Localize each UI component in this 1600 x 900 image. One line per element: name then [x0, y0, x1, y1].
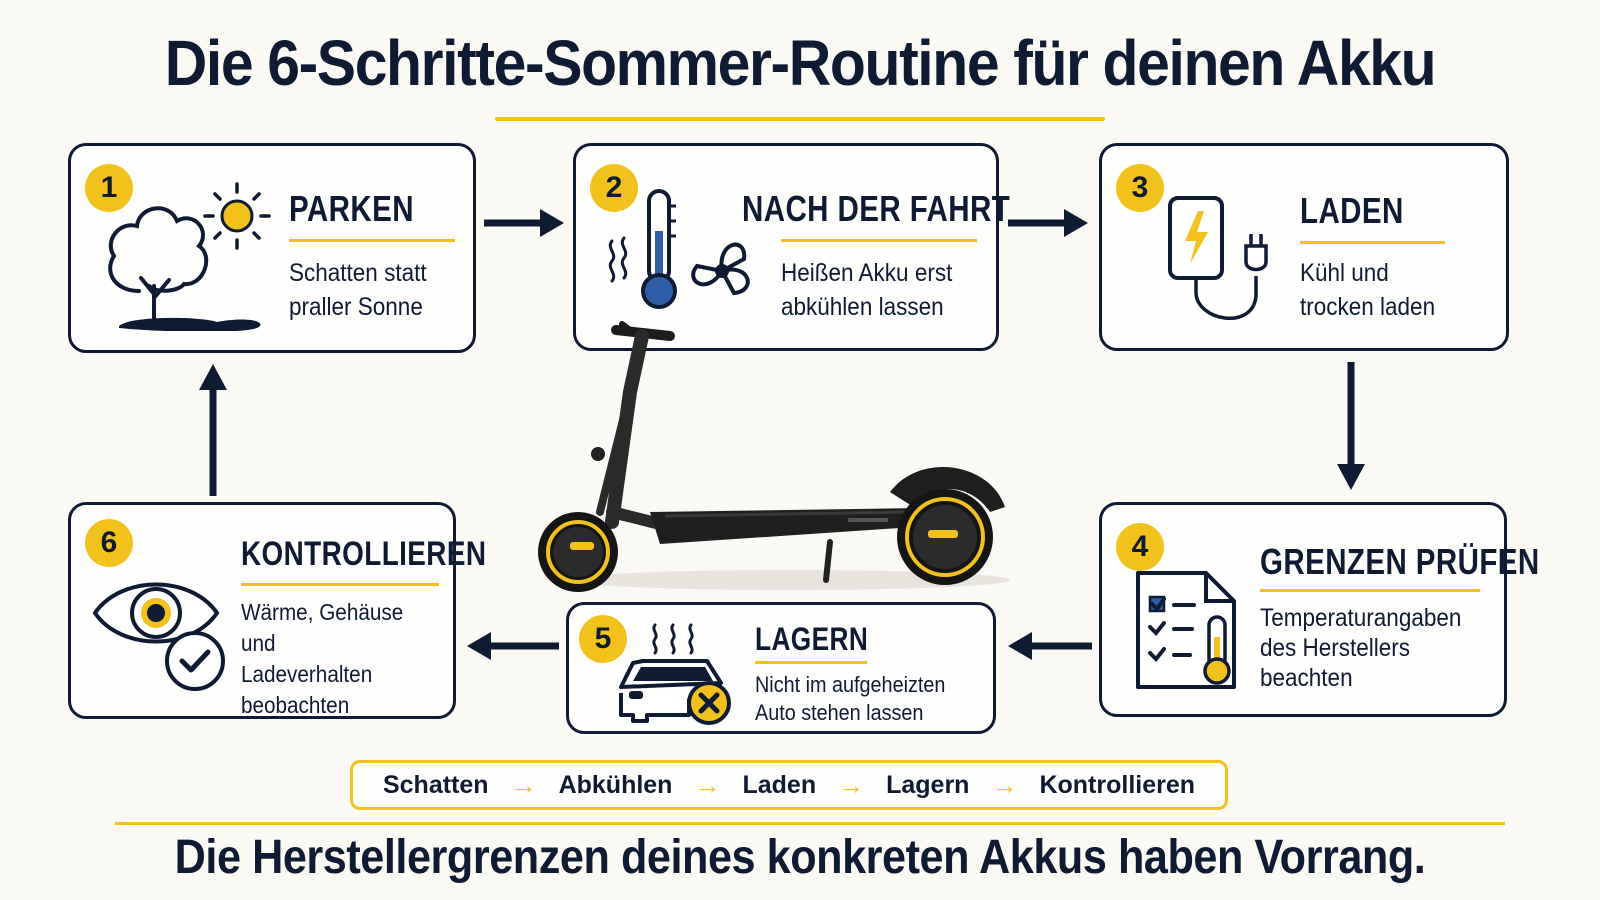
step-title-rule — [241, 583, 439, 586]
chain-step: Schatten — [382, 770, 489, 799]
step-title-rule — [1300, 241, 1445, 244]
arrow-up-6-to-1 — [199, 364, 227, 496]
step-title: LADEN — [1300, 190, 1404, 231]
chain-arrow-icon: → — [838, 769, 865, 800]
e-scooter-illustration — [538, 321, 1010, 592]
arrow-down-3-to-4 — [1337, 362, 1365, 490]
arrow-left-4-to-5 — [1008, 632, 1092, 660]
battery-charger-icon — [1168, 196, 1268, 320]
step-text: Nicht im aufgeheizten Auto stehen lassen — [755, 672, 946, 725]
step-card-nach-der-fahrt: 2 NACH DER FAHRT Heißen Akku erst abkühl… — [573, 143, 1010, 351]
step-title-rule — [781, 239, 977, 242]
chain-arrow-icon: → — [991, 769, 1018, 800]
page-title: Die 6-Schritte-Sommer-Routine für deinen… — [164, 27, 1437, 99]
step-text: Kühl und trocken laden — [1300, 259, 1436, 321]
footer-note: Die Herstellergrenzen deines konkreten A… — [174, 831, 1426, 884]
step-card-parken: 1 PARKEN Schatten statt praller Sonne — [68, 143, 476, 353]
arrow-right-1-to-2 — [484, 209, 564, 237]
step-badge: 3 — [1116, 164, 1164, 212]
chain-arrow-icon: → — [510, 769, 537, 800]
step-title-rule — [1260, 589, 1480, 592]
chain-step: Laden — [742, 770, 817, 799]
step-title-rule — [755, 661, 867, 664]
step-badge: 6 — [85, 519, 133, 567]
step-title: PARKEN — [289, 188, 414, 229]
step-card-laden: 3 LADEN Kühl und trocken laden — [1099, 143, 1509, 351]
step-text: Heißen Akku erst abkühlen lassen — [781, 259, 953, 321]
step-card-lagern: 5 LAGERN Nicht im aufgeheizten Auto steh… — [566, 602, 996, 734]
step-text: Temperaturangaben des Herstellers beacht… — [1260, 604, 1462, 692]
chain-step: Kontrollieren — [1039, 770, 1196, 799]
step-title: KONTROLLIEREN — [241, 535, 487, 573]
step-title-rule — [289, 239, 455, 242]
step-title: LAGERN — [755, 621, 869, 657]
arrow-left-5-to-6 — [467, 632, 559, 660]
step-title: GRENZEN PRÜFEN — [1260, 541, 1540, 582]
chain-step: Abkühlen — [558, 770, 673, 799]
arrow-right-2-to-3 — [1008, 209, 1088, 237]
routine-summary-bar: Schatten → Abkühlen → Laden → Lagern → K… — [350, 760, 1228, 810]
checklist-thermometer-icon — [1136, 571, 1236, 689]
step-title: NACH DER FAHRT — [742, 188, 1011, 229]
thermometer-fan-icon — [608, 189, 750, 309]
hot-car-icon — [619, 623, 731, 725]
step-badge: 1 — [85, 164, 133, 212]
eye-check-icon — [92, 582, 225, 691]
step-text: Schatten statt praller Sonne — [289, 259, 427, 321]
step-badge: 2 — [590, 164, 638, 212]
footer-divider — [115, 822, 1505, 825]
title-underline — [495, 117, 1105, 121]
step-badge: 5 — [579, 615, 627, 663]
step-badge: 4 — [1116, 523, 1164, 571]
step-card-kontrollieren: 6 KONTROLLIEREN Wärme, Gehäuse und Ladev… — [68, 502, 486, 719]
tree-sun-icon — [108, 182, 271, 331]
step-card-grenzen-pruefen: 4 GRENZEN PRÜFEN Temperaturangaben des H… — [1099, 502, 1539, 717]
chain-step: Lagern — [886, 770, 970, 799]
chain-arrow-icon: → — [694, 769, 721, 800]
step-text: Wärme, Gehäuse und Ladeverhalten beobach… — [241, 599, 404, 718]
